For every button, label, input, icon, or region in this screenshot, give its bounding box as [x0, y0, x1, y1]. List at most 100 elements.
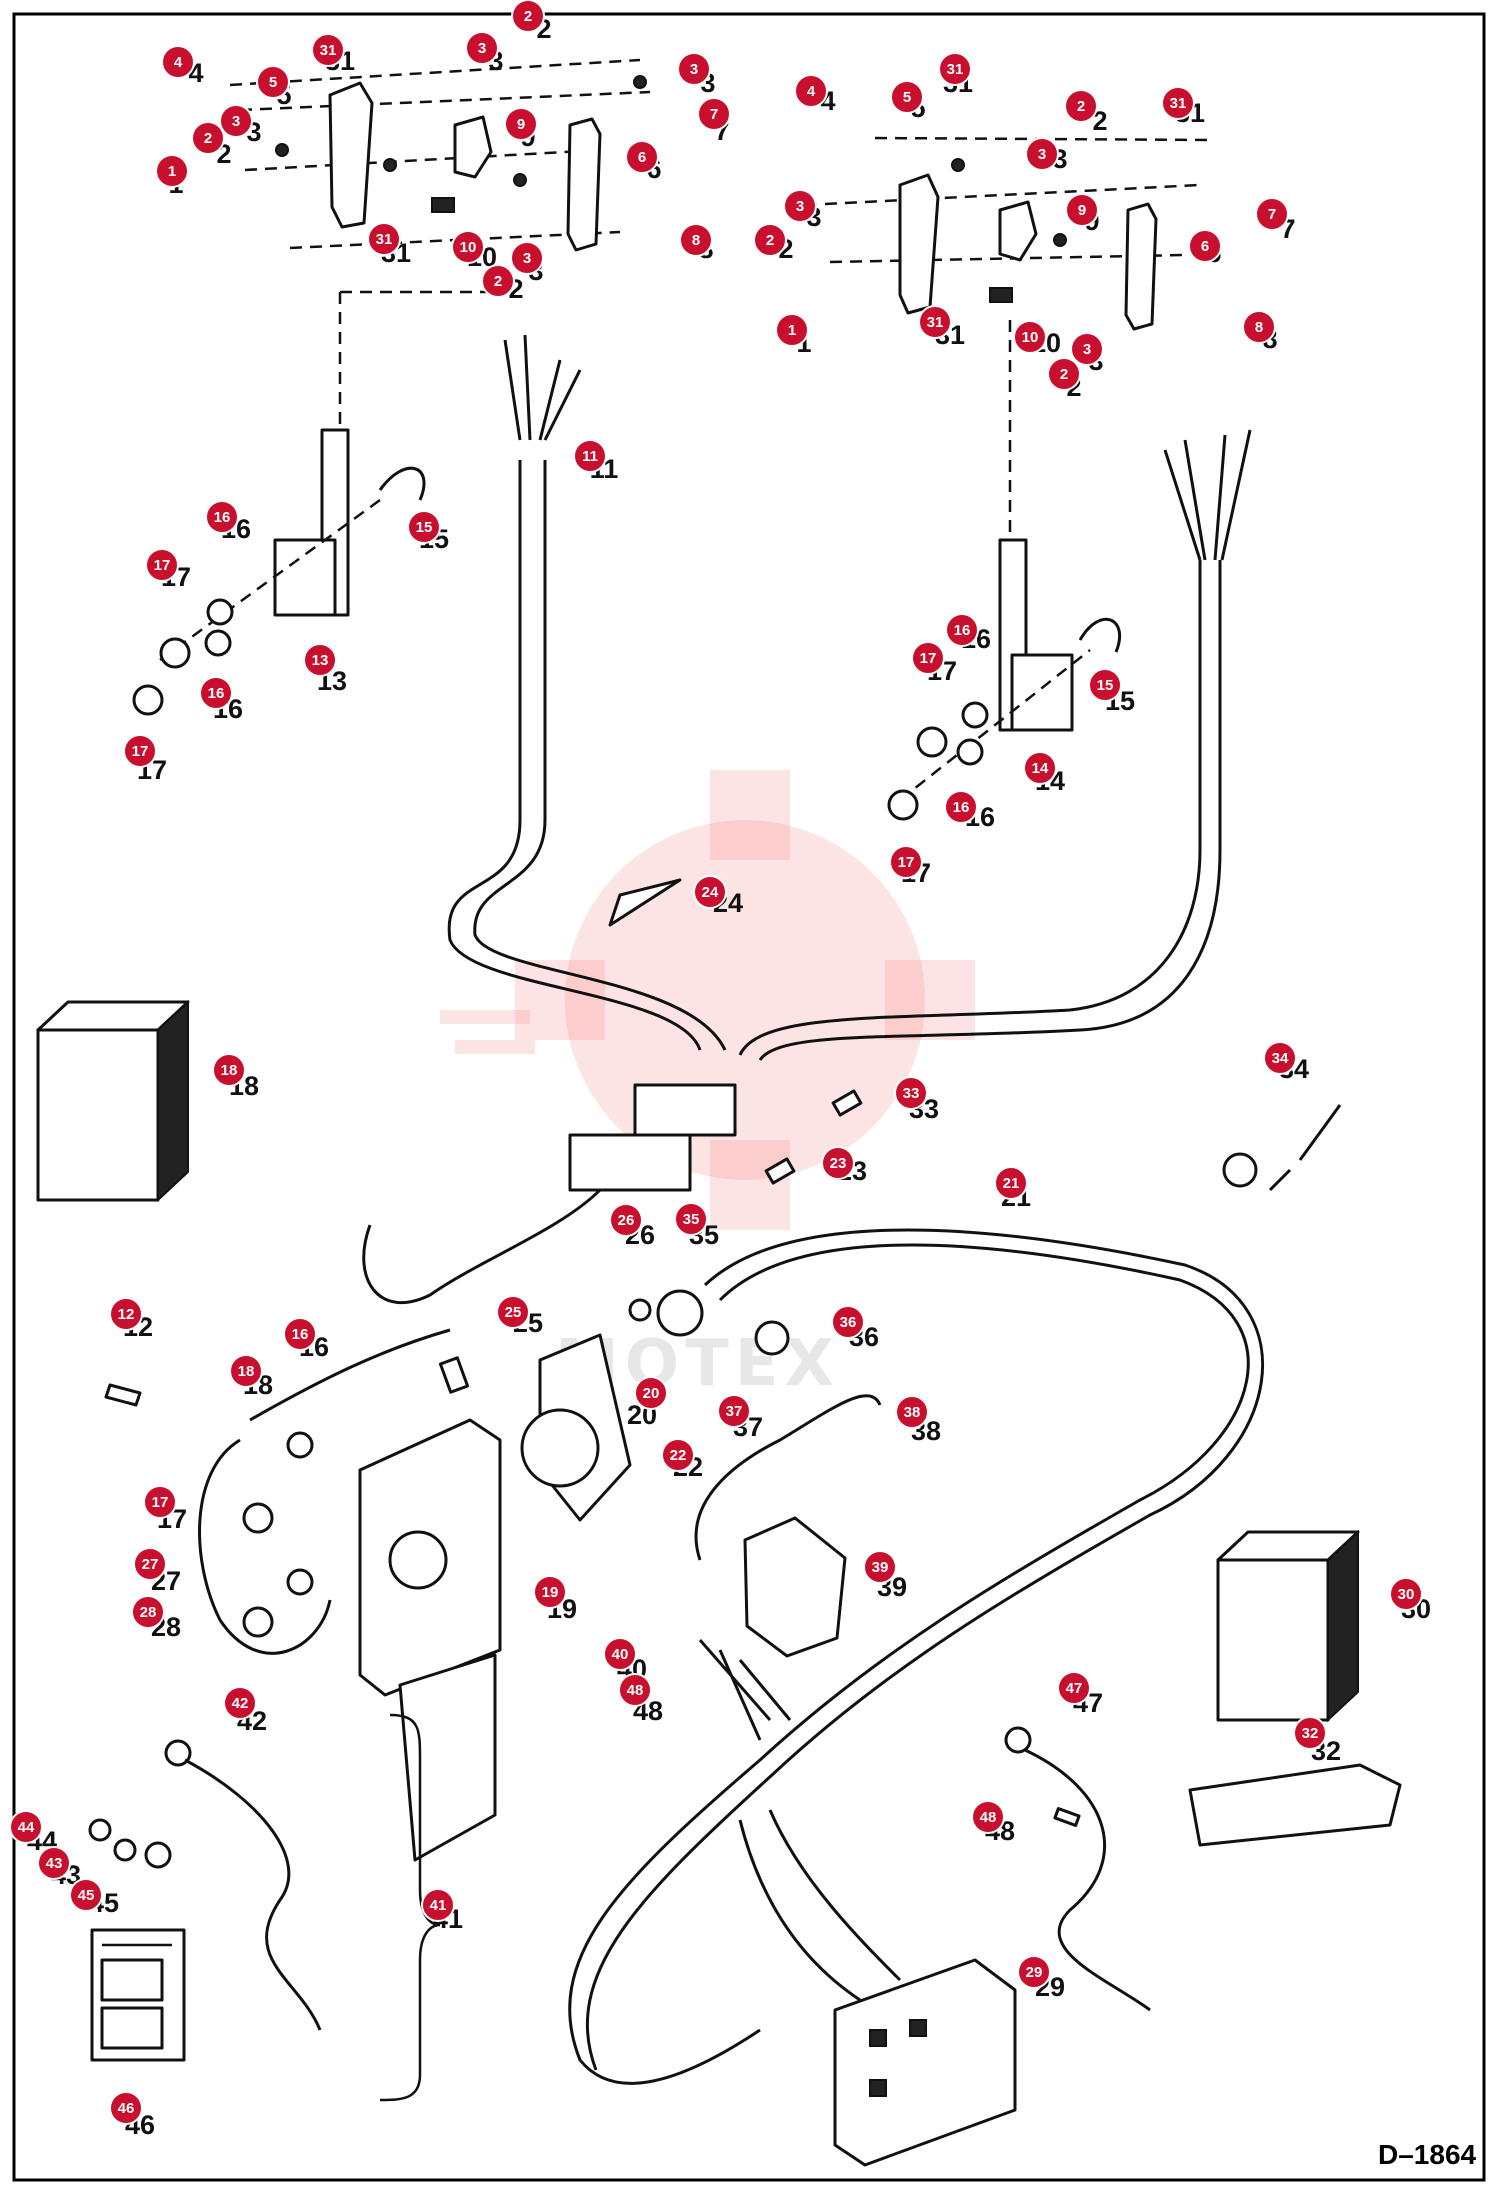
callout-badge: 5	[256, 65, 290, 99]
callout-badge-circle	[123, 734, 157, 768]
callout-badge-circle	[9, 1810, 43, 1844]
callout-badge: 16	[199, 676, 233, 710]
callout-badge: 41	[421, 1888, 455, 1922]
right-lever-assembly	[804, 136, 1211, 540]
callout-badge-label: 16	[954, 622, 971, 639]
callout-badge-label: 2	[494, 273, 502, 290]
callout-badge-circle	[496, 1295, 530, 1329]
callout-badge-circle	[971, 1800, 1005, 1834]
callout-badge-label: 29	[1026, 1964, 1043, 1981]
callout-badge-label: 32	[1302, 1725, 1319, 1742]
callout-badge-label: 30	[1398, 1586, 1415, 1603]
callout-badge-circle	[219, 104, 253, 138]
callout-badge-circle	[944, 790, 978, 824]
callout-badge: 48	[618, 1673, 652, 1707]
callout-badge: 3	[1070, 332, 1104, 366]
callout-badge-label: 26	[618, 1212, 635, 1229]
callout-badge-label: 48	[980, 1809, 997, 1826]
callout-badge-circle	[131, 1595, 165, 1629]
callout-badge-circle	[717, 1394, 751, 1428]
callout-badge-label: 38	[904, 1404, 921, 1421]
callout-badge: 16	[205, 500, 239, 534]
callout-badge: 35	[674, 1202, 708, 1236]
callout-layer: 1122334455313133223377996688313110103322…	[9, 0, 1431, 2140]
callout-badge-circle	[1013, 320, 1047, 354]
callout-badge-label: 17	[898, 854, 915, 871]
callout-badge-circle	[283, 1317, 317, 1351]
callout-badge: 31	[918, 305, 952, 339]
callout-badge-circle	[1389, 1577, 1423, 1611]
callout-badge-label: 31	[1170, 95, 1187, 112]
callout-badge: 34	[1263, 1041, 1297, 1075]
callout-badge: 2	[191, 121, 225, 155]
callout-badge-circle	[794, 74, 828, 108]
callout-badge-circle	[573, 439, 607, 473]
callout-badge-label: 9	[1078, 202, 1086, 219]
callout-badge-circle	[634, 1376, 668, 1410]
callout-badge-label: 37	[726, 1403, 743, 1420]
callout-badge-label: 2	[766, 232, 774, 249]
callout-badge-circle	[1070, 332, 1104, 366]
callout-badge-label: 23	[830, 1155, 847, 1172]
callout-badge: 17	[911, 641, 945, 675]
callout-badge-label: 16	[208, 685, 225, 702]
callout-badge-circle	[831, 1305, 865, 1339]
callout-badge-circle	[1088, 668, 1122, 702]
callout-badge-label: 35	[683, 1211, 700, 1228]
callout-badge-circle	[367, 222, 401, 256]
callout-badge: 21	[994, 1166, 1028, 1200]
callout-badge-circle	[223, 1686, 257, 1720]
callout-badge-label: 41	[430, 1897, 447, 1914]
callout-badge-label: 17	[920, 650, 937, 667]
callout-badge: 2	[1047, 357, 1081, 391]
callout-badge-circle	[753, 223, 787, 257]
callout-badge-circle	[1047, 357, 1081, 391]
callout-badge-circle	[894, 1076, 928, 1110]
right-mounting-bracket	[887, 538, 1122, 821]
callout-badge: 19	[533, 1575, 567, 1609]
callout-badge: 3	[219, 104, 253, 138]
left-lever-assembly	[229, 58, 651, 425]
callout-badge-label: 16	[292, 1326, 309, 1343]
callout-badge-circle	[69, 1878, 103, 1912]
callout-badge-label: 5	[269, 74, 277, 91]
callout-badge-label: 10	[460, 239, 477, 256]
callout-badge-circle	[155, 154, 189, 188]
callout-badge-label: 19	[542, 1584, 559, 1601]
callout-badge-circle	[191, 121, 225, 155]
callout-badge-circle	[145, 548, 179, 582]
callout-badge-circle	[783, 189, 817, 223]
callout-badge-label: 14	[1032, 760, 1049, 777]
callout-badge-label: 40	[612, 1646, 629, 1663]
callout-badge-label: 17	[152, 1494, 169, 1511]
control-valve-29	[738, 1809, 1017, 2167]
callout-badge-label: 3	[523, 250, 531, 267]
callout-badge-label: 39	[872, 1559, 889, 1576]
callout-badge-label: 42	[232, 1695, 249, 1712]
callout-badge-circle	[889, 845, 923, 879]
callout-badge: 17	[889, 845, 923, 879]
callout-badge: 11	[573, 439, 607, 473]
callout-badge-circle	[677, 52, 711, 86]
callout-badge-circle	[1263, 1041, 1297, 1075]
callout-badge-label: 24	[702, 884, 719, 901]
callout-badge: 14	[1023, 751, 1057, 785]
callout-badge: 18	[229, 1354, 263, 1388]
callout-badge: 6	[1188, 229, 1222, 263]
callout-badge-circle	[679, 223, 713, 257]
callout-badge-label: 2	[1077, 98, 1085, 115]
watermark-gear-logo	[440, 770, 975, 1230]
callout-badge-label: 11	[582, 448, 598, 465]
callout-badge: 32	[1293, 1716, 1327, 1750]
callout-badge-circle	[133, 1547, 167, 1581]
callout-badge-circle	[465, 31, 499, 65]
callout-badge-label: 6	[1201, 238, 1209, 255]
callout-badge-label: 15	[416, 519, 433, 536]
callout-badge: 29	[1017, 1955, 1051, 1989]
callout-badge: 5	[890, 80, 924, 114]
switch-housing-19	[358, 1418, 502, 1862]
callout-badge-circle	[697, 97, 731, 131]
callout-badge: 15	[1088, 668, 1122, 702]
callout-badge-label: 3	[478, 40, 486, 57]
callout-badge: 9	[1065, 193, 1099, 227]
